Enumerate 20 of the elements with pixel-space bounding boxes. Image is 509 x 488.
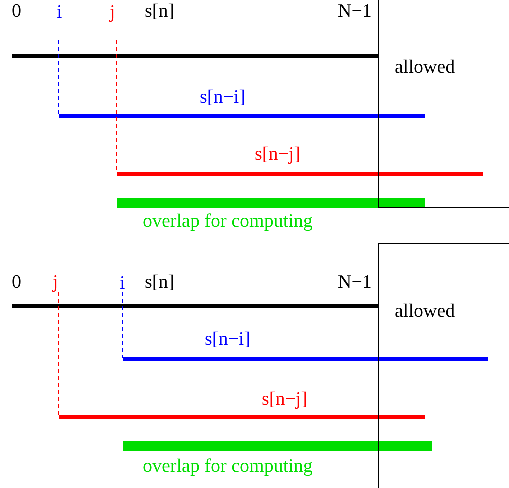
index-label: N−1 [338,2,372,22]
index-label: j [53,273,58,293]
region-label: allowed [395,58,456,78]
index-label: j [110,3,116,23]
index-label: 0 [12,2,22,22]
bar-caption: overlap for computing [143,457,313,477]
index-label: i [120,274,126,294]
signal-label: s[n−j] [255,145,301,165]
bar-caption: overlap for computing [143,212,313,232]
allowed-region-box [378,0,509,208]
index-label: 0 [12,273,22,293]
signal-label: s[n−i] [205,330,251,350]
signal-label: s[n] [145,273,175,293]
allowed-region-box [378,243,509,488]
signal-label: s[n−i] [200,88,246,108]
index-label: i [57,3,62,23]
index-label: N−1 [338,273,372,293]
region-label: allowed [395,302,456,322]
signal-label: s[n] [145,2,175,22]
signal-label: s[n−j] [262,390,308,410]
